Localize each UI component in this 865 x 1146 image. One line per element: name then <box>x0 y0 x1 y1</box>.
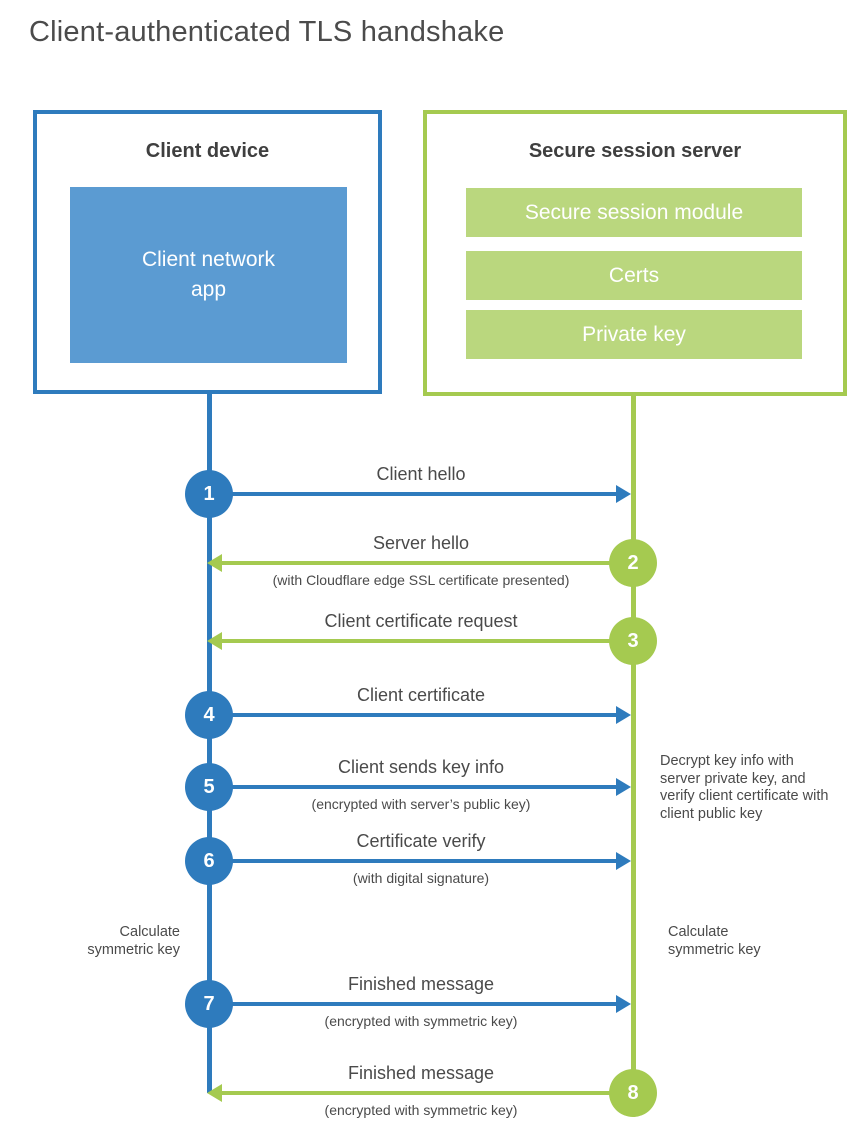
step-2-label: Server hello <box>372 533 470 553</box>
calculate-symmetric-key-client: Calculate symmetric key <box>87 924 180 958</box>
step-1-arrow <box>209 492 617 496</box>
step-2-sublabel: (with Cloudflare edge SSL certificate pr… <box>272 572 570 588</box>
client-network-app-box: Client network app <box>70 187 347 363</box>
client-device-title: Client device <box>145 140 270 162</box>
step-8-label: Finished message <box>347 1063 495 1083</box>
page-title: Client-authenticated TLS handshake <box>29 16 505 48</box>
step-4-label: Client certificate <box>356 685 486 705</box>
step-6-sublabel: (with digital signature) <box>352 870 490 886</box>
secure-session-server-title: Secure session server <box>528 140 742 162</box>
certs-bar: Certs <box>466 251 802 300</box>
step-8-arrowhead-icon <box>207 1084 222 1102</box>
step-4-arrowhead-icon <box>616 706 631 724</box>
step-5-sublabel: (encrypted with server’s public key) <box>311 796 531 812</box>
step-7-sublabel: (encrypted with symmetric key) <box>324 1013 518 1029</box>
step-4-arrow <box>209 713 617 717</box>
step-1-arrowhead-icon <box>616 485 631 503</box>
step-6-label: Certificate verify <box>356 831 486 851</box>
step-5-circle: 5 <box>185 763 233 811</box>
step-3-circle: 3 <box>609 617 657 665</box>
step-2-arrow <box>222 561 633 565</box>
step-8-arrow <box>222 1091 633 1095</box>
client-lifeline <box>207 392 212 1093</box>
step-7-arrowhead-icon <box>616 995 631 1013</box>
step-5-arrow <box>209 785 617 789</box>
step-7-label: Finished message <box>347 974 495 994</box>
server-lifeline <box>631 394 636 1079</box>
step-5-arrowhead-icon <box>616 778 631 796</box>
step-8-sublabel: (encrypted with symmetric key) <box>324 1102 518 1118</box>
step-6-circle: 6 <box>185 837 233 885</box>
step-6-arrowhead-icon <box>616 852 631 870</box>
step-1-circle: 1 <box>185 470 233 518</box>
step-7-arrow <box>209 1002 617 1006</box>
step-2-arrowhead-icon <box>207 554 222 572</box>
step-4-circle: 4 <box>185 691 233 739</box>
step-5-label: Client sends key info <box>337 757 505 777</box>
step-3-arrowhead-icon <box>207 632 222 650</box>
private-key-bar: Private key <box>466 310 802 359</box>
secure-session-module-bar: Secure session module <box>466 188 802 237</box>
step-8-circle: 8 <box>609 1069 657 1117</box>
step-1-label: Client hello <box>376 464 466 484</box>
step-3-arrow <box>222 639 633 643</box>
step-6-arrow <box>209 859 617 863</box>
step-7-circle: 7 <box>185 980 233 1028</box>
calculate-symmetric-key-server: Calculate symmetric key <box>668 924 761 958</box>
step-3-label: Client certificate request <box>324 611 518 631</box>
step-2-circle: 2 <box>609 539 657 587</box>
decrypt-key-note: Decrypt key info with server private key… <box>660 753 829 822</box>
